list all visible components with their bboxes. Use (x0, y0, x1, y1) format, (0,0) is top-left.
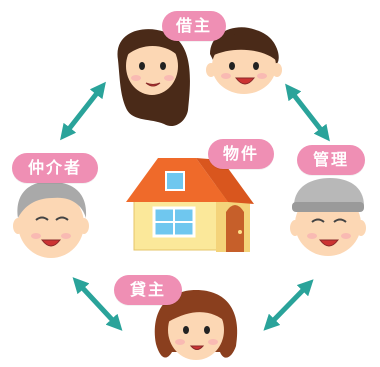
label-property: 物件 (208, 139, 274, 169)
borrower-man-icon (206, 27, 282, 94)
lender-woman-icon (154, 290, 238, 360)
label-broker: 仲介者 (12, 153, 98, 183)
manager-worker-icon (290, 178, 366, 256)
broker-elder-icon (13, 181, 89, 258)
label-borrower: 借主 (162, 11, 226, 41)
bidirectional-arrow-icon (285, 83, 330, 142)
bidirectional-arrow-icon (263, 279, 314, 331)
label-lender: 貸主 (114, 275, 182, 305)
house-icon (126, 158, 254, 252)
label-manager: 管理 (297, 145, 365, 175)
bidirectional-arrow-icon (72, 277, 123, 331)
borrower-woman-icon (117, 29, 190, 127)
bidirectional-arrow-icon (60, 81, 106, 141)
